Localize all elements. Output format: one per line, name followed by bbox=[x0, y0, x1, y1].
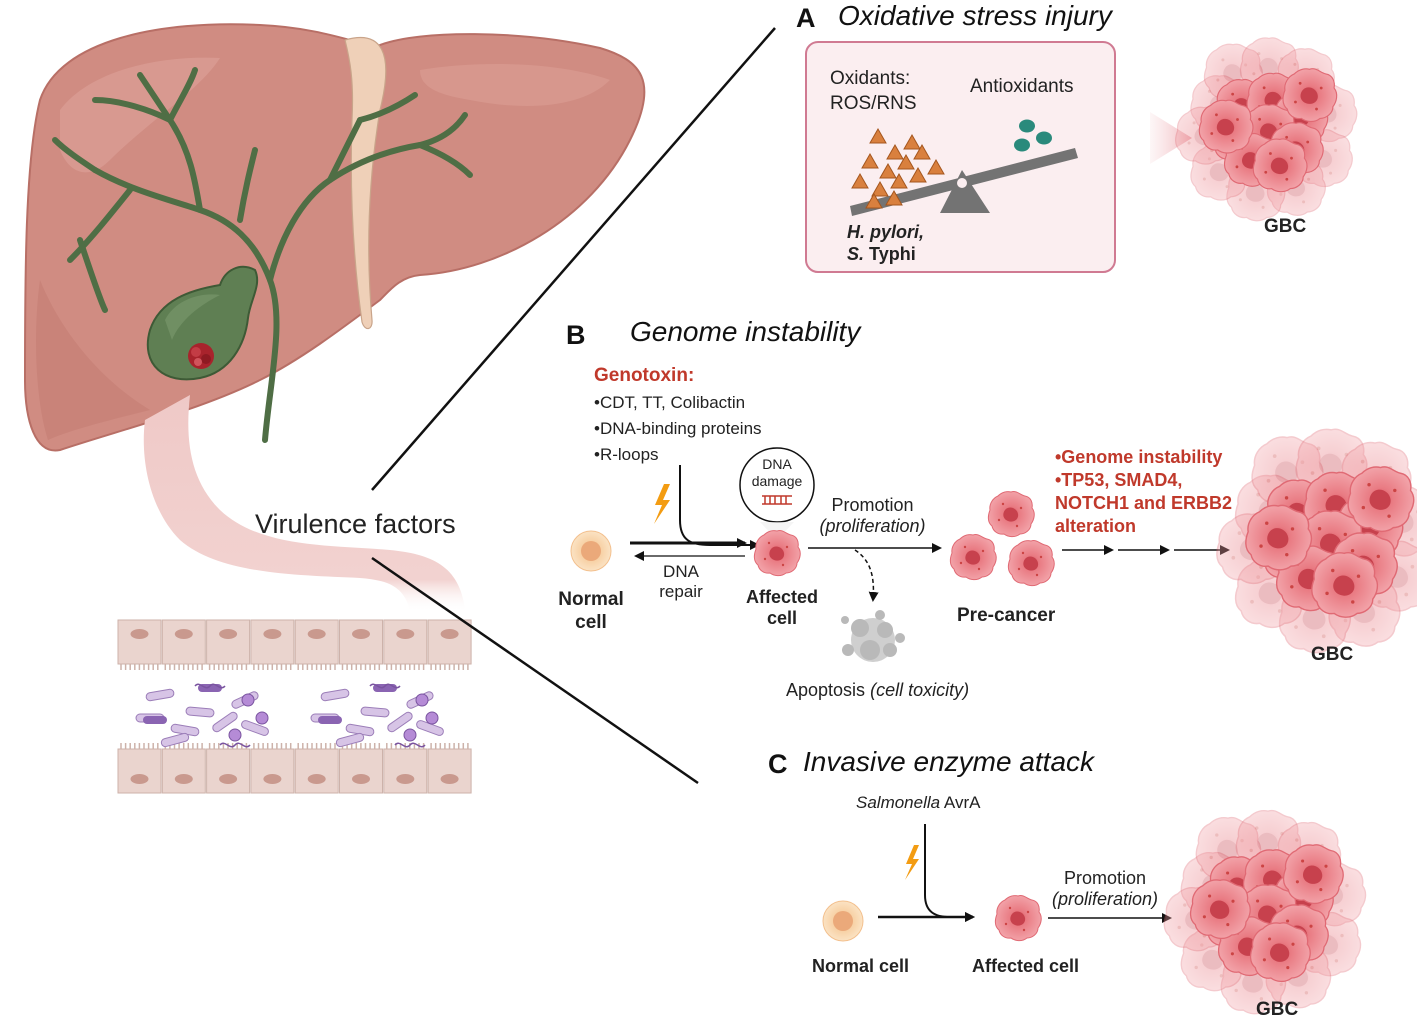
liver-illustration bbox=[23, 23, 646, 612]
cancer-cluster-icon bbox=[1163, 809, 1367, 1015]
normal-cell-icon bbox=[822, 900, 864, 942]
cancer-cluster-icon bbox=[1216, 428, 1417, 654]
cancer-cluster-icon bbox=[1175, 37, 1358, 222]
dna-damage-bubble bbox=[739, 447, 815, 540]
genotoxin-title: Genotoxin: bbox=[594, 365, 695, 386]
bacteria-icon bbox=[135, 683, 444, 748]
bile-duct-icon bbox=[52, 67, 473, 443]
promotion-label-c: Promotion(proliferation) bbox=[1051, 868, 1159, 909]
genotoxin-item-2: •DNA-binding proteins bbox=[594, 419, 762, 438]
seesaw-icon bbox=[850, 148, 1078, 216]
genotoxin-item-3: •R-loops bbox=[594, 445, 659, 464]
epithelium-icon bbox=[117, 619, 472, 794]
precancer-label: Pre-cancer bbox=[957, 605, 1056, 626]
tumor-icon bbox=[188, 343, 214, 369]
antioxidant-dots bbox=[1014, 119, 1052, 152]
connector-line-a bbox=[371, 27, 776, 491]
alteration-line-3: NOTCH1 and ERBB2 bbox=[1055, 493, 1233, 513]
apoptotic-cell-icon bbox=[841, 610, 905, 662]
oxidant-triangles bbox=[851, 127, 945, 209]
dna-icon bbox=[762, 495, 792, 505]
panel-a-letter: A bbox=[796, 3, 816, 33]
alteration-line-2: •TP53, SMAD4, bbox=[1055, 470, 1183, 490]
affected-cell-icon bbox=[994, 895, 1042, 942]
alteration-line-1: •Genome instability bbox=[1055, 447, 1223, 467]
pathogen-label-1: H. pylori, bbox=[847, 222, 925, 242]
panel-a-title: Oxidative stress injury bbox=[838, 0, 1112, 31]
promotion-label-b: Promotion(proliferation) bbox=[819, 495, 926, 536]
panel-b-letter: B bbox=[566, 320, 586, 350]
enzyme-arrow bbox=[924, 824, 975, 922]
pathogen-label-2: S. Typhi bbox=[847, 244, 916, 264]
lightning-icon bbox=[905, 845, 919, 880]
gbc-label-b: GBC bbox=[1311, 644, 1354, 665]
oxidants-label-2: ROS/RNS bbox=[830, 93, 917, 114]
gallbladder-icon bbox=[146, 265, 259, 381]
alteration-line-4: alteration bbox=[1055, 516, 1137, 536]
affected-cell-icon bbox=[753, 530, 801, 577]
normal-cell-icon bbox=[570, 530, 612, 572]
apoptosis-label: Apoptosis (cell toxicity) bbox=[786, 680, 970, 700]
normal-cell-label-c: Normal cell bbox=[812, 956, 910, 976]
gbc-label-a: GBC bbox=[1264, 216, 1307, 237]
antioxidants-label: Antioxidants bbox=[970, 76, 1074, 97]
precancer-cell-icon bbox=[949, 534, 997, 581]
panel-b-title: Genome instability bbox=[630, 316, 861, 347]
oxidants-label-1: Oxidants: bbox=[830, 68, 911, 89]
gbc-label-c: GBC bbox=[1256, 999, 1299, 1020]
affected-cell-label-c: Affected cell bbox=[972, 956, 1080, 976]
connector-line-c bbox=[371, 556, 699, 785]
panel-c-letter: C bbox=[768, 749, 788, 779]
ligament-icon bbox=[344, 36, 387, 330]
genotoxin-item-1: •CDT, TT, Colibactin bbox=[594, 393, 746, 412]
intestine-icon bbox=[143, 395, 466, 612]
precancer-cell-icon bbox=[1007, 540, 1055, 587]
virulence-label: Virulence factors bbox=[255, 509, 456, 539]
precancer-cell-icon bbox=[987, 491, 1035, 538]
arrow-to-gbc-a bbox=[1150, 112, 1192, 164]
panel-c-title: Invasive enzyme attack bbox=[803, 746, 1095, 777]
genotoxin-arrow bbox=[679, 465, 760, 550]
enzyme-label: Salmonella AvrA bbox=[856, 793, 981, 812]
lightning-icon bbox=[654, 484, 670, 524]
arrow-apoptosis bbox=[854, 549, 879, 602]
panel-a-box bbox=[805, 41, 1116, 273]
